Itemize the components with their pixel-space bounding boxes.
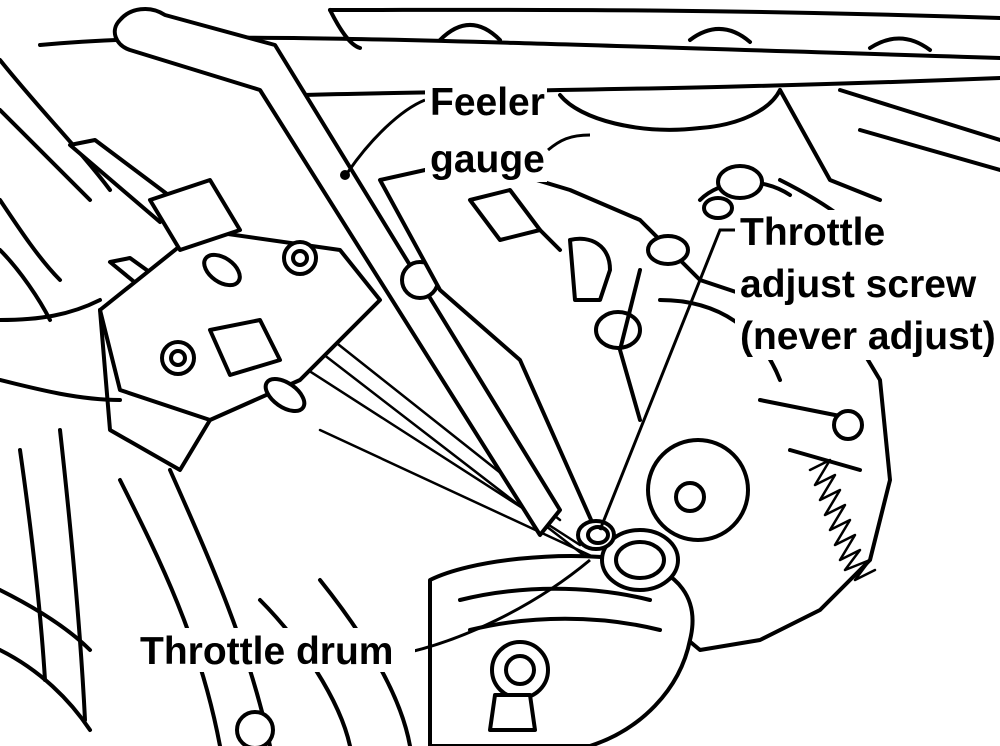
leader-throttle-drum bbox=[409, 558, 591, 654]
return-spring bbox=[808, 458, 877, 582]
left-side-lines bbox=[0, 58, 412, 746]
labels: Feeler gauge Throttle adjust screw (neve… bbox=[135, 80, 996, 673]
throttle-adjust-screw bbox=[586, 525, 610, 545]
leader-feeler-gauge-2 bbox=[547, 133, 591, 152]
label-feeler: Feeler bbox=[430, 81, 545, 124]
leader-throttle-adjust-screw bbox=[598, 228, 735, 531]
label-never-adjust: (never adjust) bbox=[740, 315, 996, 358]
label-throttle: Throttle bbox=[740, 211, 885, 254]
label-gauge: gauge bbox=[430, 138, 545, 181]
throttle-drum bbox=[235, 519, 695, 746]
throttle-body-housing bbox=[378, 158, 892, 652]
leader-lines bbox=[346, 98, 735, 654]
cable-bracket bbox=[98, 178, 382, 472]
label-adjust-screw: adjust screw bbox=[740, 263, 977, 306]
leader-feeler-gauge bbox=[346, 98, 426, 173]
feeler-gauge bbox=[112, 7, 562, 537]
label-throttle-drum: Throttle drum bbox=[140, 630, 393, 673]
